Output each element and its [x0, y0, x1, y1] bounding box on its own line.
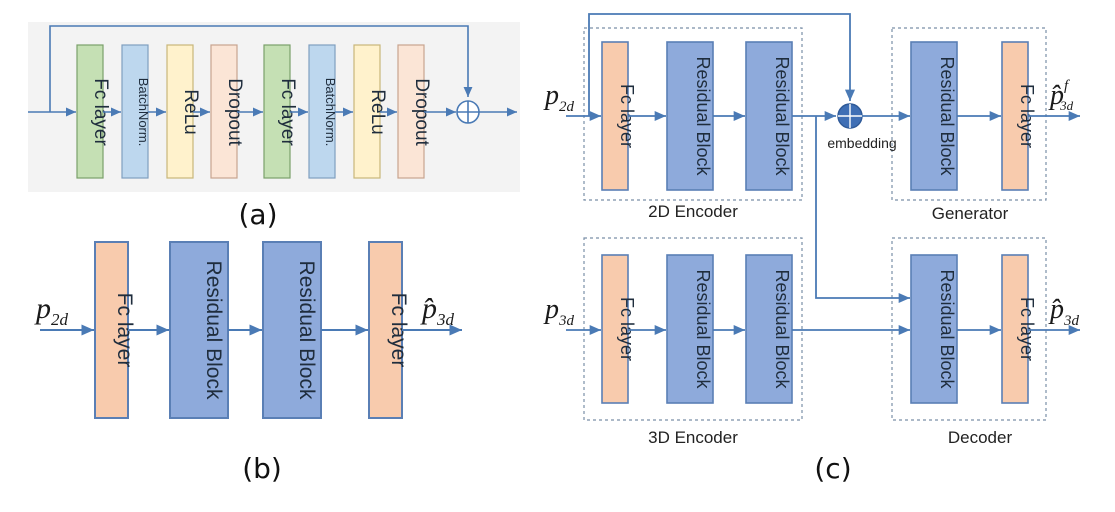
panel-b-output-label: p̂3d — [420, 292, 455, 329]
panel-c-caption: (c) — [814, 452, 851, 485]
panel-a: Fc layer BatchNorm. ReLu Dropout Fc laye… — [28, 22, 520, 231]
panel-b-caption: (b) — [242, 452, 282, 485]
panel-a-block-label: BatchNorm. — [323, 78, 338, 147]
panel-b: p2d Fc layer Residual Block Residual Blo… — [34, 241, 462, 485]
panel-c: p2d Fc layer Residual Block Residual Blo… — [543, 13, 1080, 485]
generator-block-residual: Residual Block — [910, 41, 958, 191]
encoder-2d-block-label: Residual Block — [693, 56, 713, 176]
panel-a-block-label: ReLu — [180, 89, 201, 134]
panel-b-block-label: Residual Block — [202, 261, 225, 400]
generator-block-label: Residual Block — [937, 56, 957, 176]
generator-block-label: Fc layer — [1017, 84, 1037, 148]
panel-b-block-fc-2: Fc layer — [368, 241, 410, 419]
panel-a-block-fc-2: Fc layer — [263, 44, 298, 179]
panel-a-block-label: Dropout — [411, 78, 432, 146]
encoder-3d-block-label: Residual Block — [693, 269, 713, 389]
panel-a-block-label: Fc layer — [90, 78, 111, 146]
encoder-3d-block-label: Fc layer — [617, 297, 637, 361]
panel-c-skip-connection — [588, 13, 856, 116]
decoder-block-fc: Fc layer — [1001, 254, 1037, 404]
generator-label: Generator — [932, 204, 1009, 223]
panel-b-block-label: Residual Block — [295, 261, 318, 400]
encoder-2d-block-fc: Fc layer — [601, 41, 637, 191]
encoder-3d-box — [583, 237, 803, 421]
encoder-2d-label: 2D Encoder — [648, 202, 738, 221]
panel-a-block-fc-1: Fc layer — [76, 44, 111, 179]
panel-b-block-label: Fc layer — [113, 293, 136, 368]
encoder-2d-to-decoder-arrow — [815, 116, 910, 304]
embedding-node — [837, 103, 863, 129]
decoder-label: Decoder — [948, 428, 1013, 447]
encoder-3d-label: 3D Encoder — [648, 428, 738, 447]
encoder-2d-block-residual-2: Residual Block — [745, 41, 793, 191]
encoder-3d-block-residual-1: Residual Block — [666, 254, 714, 404]
encoder-3d-block-label: Residual Block — [772, 269, 792, 389]
encoder-2d-block-label: Fc layer — [617, 84, 637, 148]
encoder-2d-block-residual-1: Residual Block — [666, 41, 714, 191]
encoder-3d-block-residual-2: Residual Block — [745, 254, 793, 404]
panel-a-block-label: Dropout — [224, 78, 245, 146]
panel-a-block-label: ReLu — [367, 89, 388, 134]
panel-a-caption: (a) — [238, 198, 277, 231]
decoder-block-label: Fc layer — [1017, 297, 1037, 361]
panel-a-skip-connection — [49, 25, 473, 112]
encoder-3d-input-label: p3d — [543, 294, 575, 329]
panel-b-block-residual-2: Residual Block — [262, 241, 322, 419]
decoder-block-label: Residual Block — [937, 269, 957, 389]
panel-b-block-residual-1: Residual Block — [169, 241, 229, 419]
decoder-block-residual: Residual Block — [910, 254, 958, 404]
panel-a-block-label: BatchNorm. — [136, 78, 151, 147]
encoder-2d-input-label: p2d — [543, 80, 575, 115]
panel-b-block-label: Fc layer — [387, 293, 410, 368]
encoder-2d-block-label: Residual Block — [772, 56, 792, 176]
panel-a-block-dropout-2: Dropout — [397, 44, 432, 179]
generator-block-fc: Fc layer — [1001, 41, 1037, 191]
encoder-3d-block-fc: Fc layer — [601, 254, 637, 404]
panel-b-block-fc-1: Fc layer — [94, 241, 136, 419]
generator-box — [891, 27, 1047, 201]
decoder-output-label: p̂3d — [1048, 294, 1080, 329]
panel-a-block-label: Fc layer — [277, 78, 298, 146]
panel-a-block-batchnorm-2: BatchNorm. — [308, 44, 338, 179]
panel-b-input-label: p2d — [34, 292, 69, 329]
panel-a-sum-node — [456, 100, 480, 124]
panel-a-block-batchnorm-1: BatchNorm. — [121, 44, 151, 179]
embedding-label: embedding — [827, 135, 896, 151]
panel-a-block-dropout-1: Dropout — [210, 44, 245, 179]
panel-a-block-relu-1: ReLu — [166, 44, 201, 179]
encoder-2d-box — [583, 27, 803, 201]
